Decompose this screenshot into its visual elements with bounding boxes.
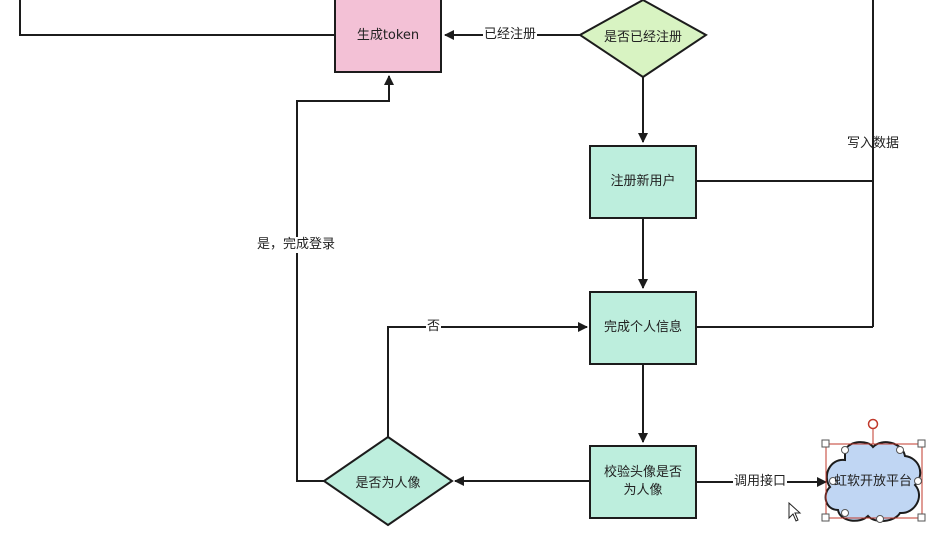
edge-no xyxy=(387,322,588,437)
diamond-is-portrait xyxy=(322,435,454,527)
edge-label-yes-login: 是，完成登录 xyxy=(256,237,337,253)
node-hongruan-platform[interactable]: 虹软开放平台 xyxy=(834,462,912,502)
node-generate-token[interactable]: 生成token xyxy=(334,0,442,73)
node-hongruan-platform-label: 虹软开放平台 xyxy=(834,474,913,489)
node-complete-info-label: 完成个人信息 xyxy=(603,320,682,335)
edge-label-write-data: 写入数据 xyxy=(847,136,900,151)
mouse-cursor-icon xyxy=(788,501,802,522)
selection-handles xyxy=(821,439,926,523)
node-is-portrait[interactable]: 是否为人像 xyxy=(334,468,442,494)
edge-label-already-registered: 已经注册 xyxy=(483,27,538,43)
edge-yes-login xyxy=(296,75,394,482)
node-is-registered-label: 是否已经注册 xyxy=(603,29,682,45)
node-generate-token-label: 生成token xyxy=(356,27,420,43)
cloud-shape xyxy=(824,441,922,522)
edge-label-call-api: 调用接口 xyxy=(733,474,788,490)
rotate-handle-icon xyxy=(867,418,879,430)
node-register-new-user-label: 注册新用户 xyxy=(610,174,676,189)
node-register-new-user[interactable]: 注册新用户 xyxy=(589,145,697,219)
edge-token-left xyxy=(19,0,334,36)
node-complete-info[interactable]: 完成个人信息 xyxy=(589,291,697,365)
node-verify-avatar[interactable]: 校验头像是否为人像 xyxy=(589,445,697,519)
node-is-registered[interactable]: 是否已经注册 xyxy=(590,22,696,48)
node-verify-avatar-label: 校验头像是否为人像 xyxy=(603,465,682,498)
node-is-portrait-label: 是否为人像 xyxy=(355,475,421,491)
diamond-is-registered xyxy=(578,0,708,79)
edge-label-no: 否 xyxy=(426,319,442,335)
